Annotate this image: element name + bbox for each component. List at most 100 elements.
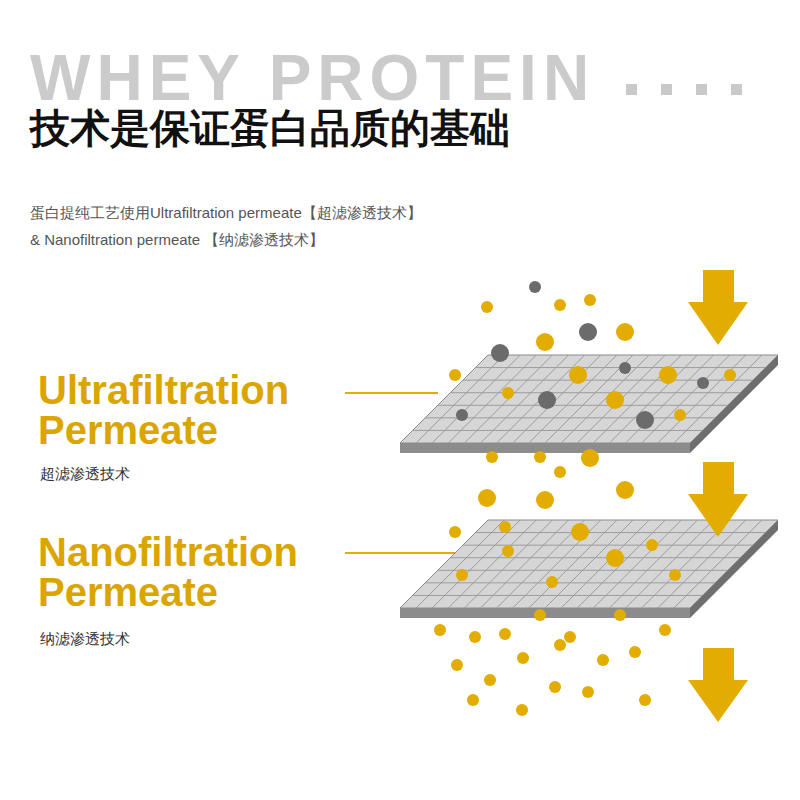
grid-line	[626, 520, 714, 608]
grid-line	[593, 520, 681, 608]
particle	[554, 639, 566, 651]
particle	[606, 549, 624, 567]
grid-line	[416, 355, 504, 443]
particle	[516, 704, 528, 716]
particle	[536, 491, 554, 509]
particle	[538, 391, 556, 409]
particle	[659, 366, 677, 384]
particle	[499, 628, 511, 640]
grid-line	[413, 430, 703, 431]
grid-line	[450, 557, 740, 558]
particle	[581, 449, 599, 467]
particle	[478, 489, 496, 507]
grid-line	[481, 520, 569, 608]
particle	[481, 301, 493, 313]
particle	[517, 652, 529, 664]
body-text: 蛋白提纯工艺使用Ultrafiltration permeate【超滤渗透技术】	[30, 204, 422, 222]
particle	[469, 631, 481, 643]
grid-line	[464, 520, 552, 608]
grid-line	[626, 355, 714, 443]
particle	[597, 654, 609, 666]
particle	[449, 369, 461, 381]
particle	[529, 281, 541, 293]
grid-line	[529, 355, 617, 443]
particle	[674, 409, 686, 421]
particle	[606, 391, 624, 409]
particle	[629, 646, 641, 658]
grid-line	[561, 355, 649, 443]
grid-line	[658, 520, 746, 608]
particle	[619, 362, 631, 374]
process-label: Ultrafiltration Permeate	[38, 370, 338, 450]
watermark: WHEY PROTEIN	[30, 46, 595, 110]
particle	[639, 694, 651, 706]
particle	[554, 299, 566, 311]
flow-arrows	[688, 270, 748, 722]
grid-line	[448, 355, 536, 443]
title: 技术是保证蛋白品质的基础	[30, 104, 510, 152]
grid-line	[463, 380, 753, 381]
grid-line	[529, 520, 617, 608]
grid-line	[545, 355, 633, 443]
particle	[434, 624, 446, 636]
grid-line	[481, 355, 569, 443]
membrane-plates	[400, 355, 778, 618]
grid-line	[545, 520, 633, 608]
grid-line	[674, 355, 762, 443]
grid-line	[425, 417, 715, 418]
plate-front	[400, 443, 690, 453]
grid-line	[593, 355, 681, 443]
particle	[636, 411, 654, 429]
particle	[451, 659, 463, 671]
process-caption: 纳滤渗透技术	[40, 630, 130, 649]
particle	[486, 451, 498, 463]
particle	[534, 451, 546, 463]
grid-line	[448, 520, 536, 608]
grid-line	[642, 355, 730, 443]
particle	[616, 323, 634, 341]
particle	[449, 526, 461, 538]
particle	[502, 545, 514, 557]
grid-line	[413, 595, 703, 596]
particle	[502, 387, 514, 399]
particle	[456, 409, 468, 421]
particle	[724, 369, 736, 381]
grid-line	[497, 355, 585, 443]
grid-line	[475, 532, 765, 533]
particle	[491, 344, 509, 362]
particle	[582, 686, 594, 698]
particle	[546, 576, 558, 588]
grid-line	[425, 582, 715, 583]
particle	[571, 523, 589, 541]
grid-line	[561, 520, 649, 608]
watermark-squares	[626, 84, 742, 95]
plate-top	[400, 520, 778, 608]
grid-line	[609, 520, 697, 608]
particles	[434, 281, 736, 716]
grid-line	[658, 355, 746, 443]
grid-line	[432, 520, 520, 608]
particle	[614, 609, 626, 621]
particle	[669, 569, 681, 581]
process-label: Nanofiltration Permeate	[38, 532, 338, 612]
particle	[554, 466, 566, 478]
grid-line	[450, 392, 740, 393]
grid-line	[438, 405, 728, 406]
particle	[659, 624, 671, 636]
plate-top	[400, 355, 778, 443]
particle	[499, 521, 511, 533]
particle	[584, 294, 596, 306]
grid-line	[438, 570, 728, 571]
particle	[467, 694, 479, 706]
grid-line	[577, 355, 665, 443]
grid-line	[513, 520, 601, 608]
particle	[579, 323, 597, 341]
grid-line	[432, 355, 520, 443]
particle	[549, 681, 561, 693]
grid-line	[416, 520, 504, 608]
particle	[646, 539, 658, 551]
particle	[456, 569, 468, 581]
particle	[536, 333, 554, 351]
particle	[697, 377, 709, 389]
process-caption: 超滤渗透技术	[40, 465, 130, 484]
